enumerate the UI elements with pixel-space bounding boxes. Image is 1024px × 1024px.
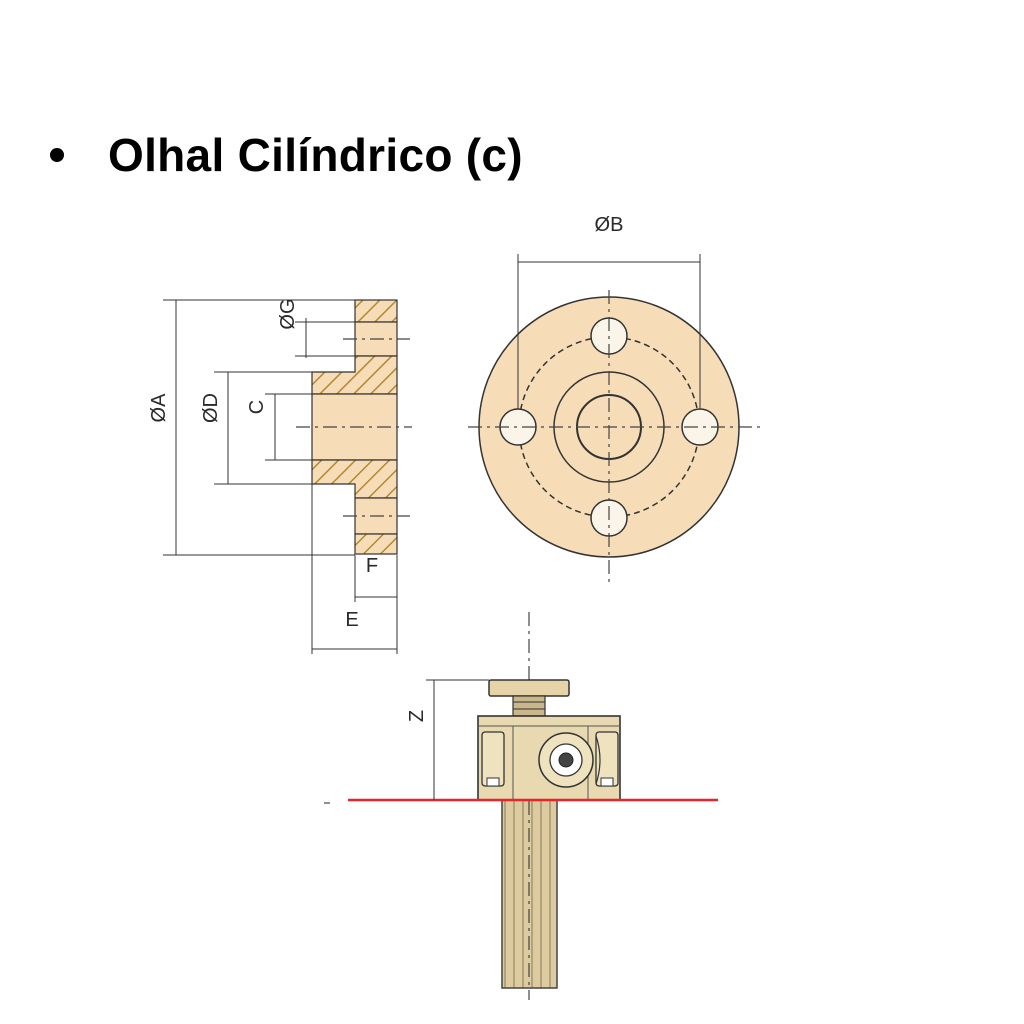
dim-label-c: C [246, 400, 268, 414]
dim-label-b: ØB [595, 214, 624, 236]
slide-heading: Olhal Cilíndrico (c) [50, 128, 523, 182]
dim-label-f: F [366, 555, 378, 577]
body-bottom-hatch [311, 459, 398, 499]
bullet-icon [50, 148, 64, 162]
flange-top-hatch [354, 299, 398, 323]
top-flange-plate [488, 679, 570, 697]
slide-title: Olhal Cilíndrico (c) [108, 129, 523, 181]
dim-label-z: Z [406, 710, 428, 722]
neck [512, 695, 546, 717]
front-view: ØB [468, 214, 760, 582]
assembly-view: Z [324, 612, 718, 1000]
input-shaft-core [558, 752, 574, 768]
dim-label-g: ØG [277, 298, 299, 329]
flange-bottom-hatch [354, 533, 398, 555]
body-top-hatch [311, 355, 398, 395]
dim-label-e: E [345, 609, 358, 631]
dim-label-d: ØD [200, 393, 222, 423]
section-view: ØA ØD C ØG F E [148, 298, 412, 654]
dim-label-a: ØA [148, 393, 170, 423]
